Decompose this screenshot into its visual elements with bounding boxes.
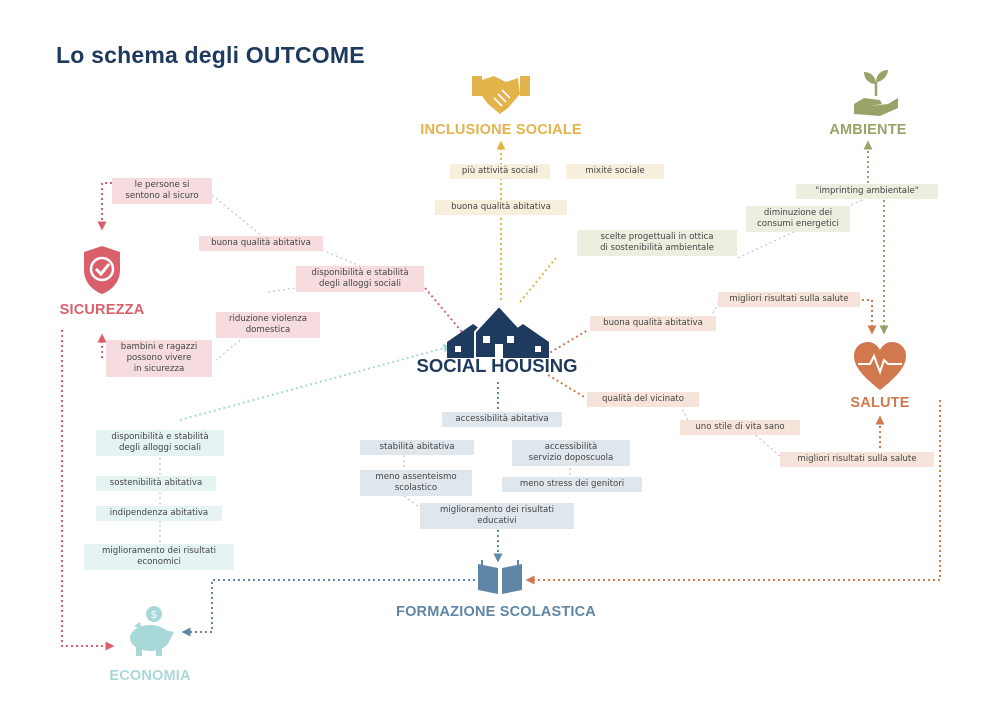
label-inclusione-mixite: mixité sociale [566,164,664,179]
label-salute-stile-vita: uno stile di vita sano [680,420,800,435]
shield-check-icon [84,246,120,294]
hand-plant-icon [854,70,898,116]
category-ambiente: AMBIENTE [829,122,907,138]
label-formazione-accessibilita: accessibilità abitativa [442,412,562,427]
label-salute-buona-qualita: buona qualità abitativa [590,316,716,331]
inclusione-links [496,140,557,303]
label-inclusione-buona-qualita: buona qualità abitativa [435,200,567,215]
ambiente-links [737,140,889,335]
label-formazione-stabilita: stabilità abitativa [360,440,474,455]
piggy-bank-icon: $ [130,606,174,656]
page-title: Lo schema degli OUTCOME [56,42,365,68]
label-formazione-stress: meno stress dei genitori [502,477,642,492]
handshake-icon [472,76,530,114]
category-formazione: FORMAZIONE SCOLASTICA [396,604,596,620]
label-economia-indipendenza: indipendenza abitativa [96,506,222,521]
sicurezza-links [61,182,463,651]
open-book-icon [478,560,522,594]
category-economia: ECONOMIA [109,668,191,684]
label-salute-vicinato: qualità del vicinato [587,392,699,407]
heart-pulse-icon [854,342,906,390]
label-inclusione-attivita: più attività sociali [450,164,550,179]
category-inclusione: INCLUSIONE SOCIALE [420,122,582,138]
social-housing-title: SOCIAL HOUSING [416,355,578,376]
label-economia-sostenibilita: sostenibilità abitativa [96,476,216,491]
label-ambiente-imprinting: "imprinting ambientale" [796,184,938,199]
label-sicurezza-buona-qualita: buona qualità abitativa [199,236,323,251]
category-salute: SALUTE [850,395,910,411]
svg-text:$: $ [151,608,158,621]
category-sicurezza: SICUREZZA [59,302,145,318]
label-salute-migliori-2: migliori risultati sulla salute [780,452,934,467]
formazione-links [181,382,571,637]
houses-icon [447,304,549,358]
economia-links [159,343,453,544]
label-salute-migliori-1: migliori risultati sulla salute [718,292,860,307]
